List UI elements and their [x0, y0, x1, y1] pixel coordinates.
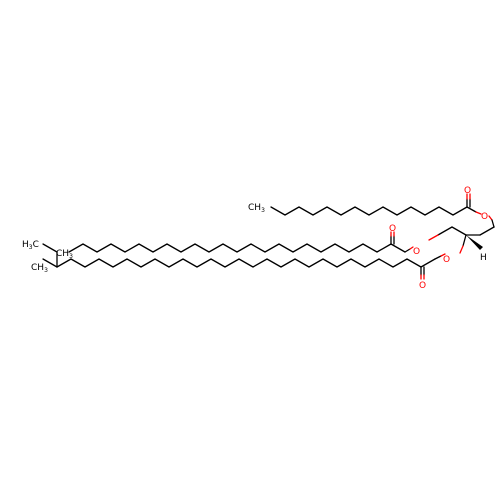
chain1-backbone: [270, 206, 468, 216]
chain1-o-ch2-bond-b: [491, 219, 495, 228]
o-chain1-ester-label: O: [481, 212, 488, 222]
stereo-h-label: H: [480, 253, 487, 263]
chain3-c-o-ester: [434, 255, 442, 260]
chain1-o-ch2-bond-a: [488, 215, 493, 221]
o-chain3-ester-label: O: [443, 255, 450, 265]
stereo-wedge: [466, 235, 483, 250]
glycerol-o3-bond: [459, 245, 464, 254]
ch3-chain2-label: CH3: [56, 249, 73, 260]
o-chain2-ester-label: O: [413, 247, 420, 257]
glycerol-top-ch2: [479, 226, 495, 236]
chain1-c-o-ester: [466, 206, 477, 213]
glycerol-ch-to-o3: [462, 234, 467, 247]
chain3-o-ester-bond: [440, 253, 446, 257]
chain2-o-ester-bond: [409, 246, 414, 250]
chain2-backbone: [68, 243, 406, 253]
ch3-chain1-label: CH3: [248, 203, 265, 214]
chain2-c-o-ester: [404, 248, 411, 253]
chain3-backbone: [56, 258, 436, 268]
glycerol-o2-bond: [428, 234, 439, 241]
chain1-o-ester-bond: [475, 211, 482, 215]
chain3-ethyl-bond-b: [42, 243, 58, 253]
chain3-branch-bond: [42, 258, 58, 268]
ch3-chain3-branch-label: CH3: [31, 263, 48, 274]
o-chain2-carbonyl-label: O: [389, 224, 396, 234]
o-chain1-carbonyl-label: O: [464, 186, 471, 196]
glycerol-ch2-mid-to-o: [437, 226, 453, 236]
glycerol-ch-to-ch2-mid: [451, 226, 467, 236]
o-chain3-carbonyl-label: O: [419, 281, 426, 291]
h3c-chain3-label: H3C: [22, 240, 39, 251]
